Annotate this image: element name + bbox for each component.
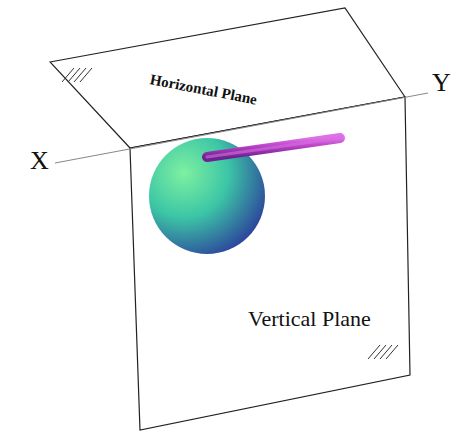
hatching (62, 68, 92, 82)
rod (207, 138, 340, 157)
hatch-stroke (80, 68, 92, 82)
hatch-stroke (62, 68, 74, 82)
plane-label: Vertical Plane (248, 308, 371, 330)
hatching (368, 345, 398, 359)
hatch-stroke (368, 345, 380, 359)
rod-highlight (207, 138, 340, 157)
axis-label: X (30, 148, 49, 174)
hatch-stroke (374, 345, 386, 359)
hatch-stroke (68, 68, 80, 82)
axis-label: Y (432, 70, 451, 96)
hatch-stroke (380, 345, 392, 359)
hatch-stroke (386, 345, 398, 359)
vertical-plane (130, 97, 410, 430)
hatch-stroke (74, 68, 86, 82)
